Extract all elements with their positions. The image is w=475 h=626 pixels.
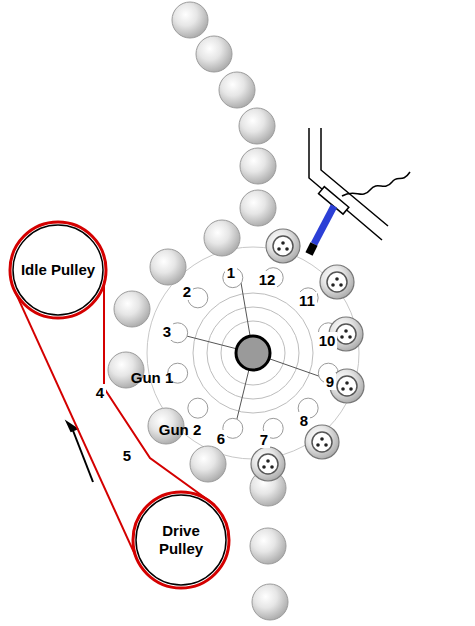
ball (204, 220, 240, 256)
ball (150, 249, 186, 285)
treated-ball (266, 229, 300, 263)
pulley-label: Drive Pulley (143, 522, 219, 558)
callout-number: 8 (298, 412, 310, 429)
callout-number: 6 (215, 430, 227, 447)
callout-number: 12 (257, 271, 278, 288)
pulley-label: Idle Pulley (21, 261, 95, 279)
treated-ball (305, 425, 339, 459)
direction-arrow (65, 416, 93, 482)
star-wheel (147, 247, 359, 459)
callout-number: 1 (225, 264, 237, 281)
ball (172, 2, 208, 38)
idle-pulley: Idle Pulley (8, 220, 108, 320)
ball (239, 108, 275, 144)
callout-number: 10 (317, 332, 338, 349)
ball (219, 72, 255, 108)
ball (252, 584, 288, 620)
gun-label: Gun 2 (157, 421, 204, 438)
treated-ball (320, 265, 354, 299)
ball (190, 446, 226, 482)
ball-stream (108, 2, 288, 620)
ball (196, 36, 232, 72)
callout-number: 5 (121, 447, 133, 464)
drive-pulley: Drive Pulley (131, 490, 231, 590)
ball (240, 148, 276, 184)
gun-label: Gun 1 (129, 369, 176, 386)
callout-number: 9 (324, 373, 336, 390)
belt-run (14, 290, 137, 560)
callout-number: 7 (258, 431, 270, 448)
callout-number: 3 (161, 323, 173, 340)
ball (250, 528, 286, 564)
callout-number: 2 (181, 283, 193, 300)
treated-ball (251, 447, 285, 481)
ball (240, 190, 276, 226)
treated-balls (251, 229, 364, 481)
sensor-probe (309, 128, 410, 254)
callout-number: 11 (297, 292, 317, 309)
callout-number: 4 (94, 384, 106, 401)
ball (114, 291, 150, 327)
